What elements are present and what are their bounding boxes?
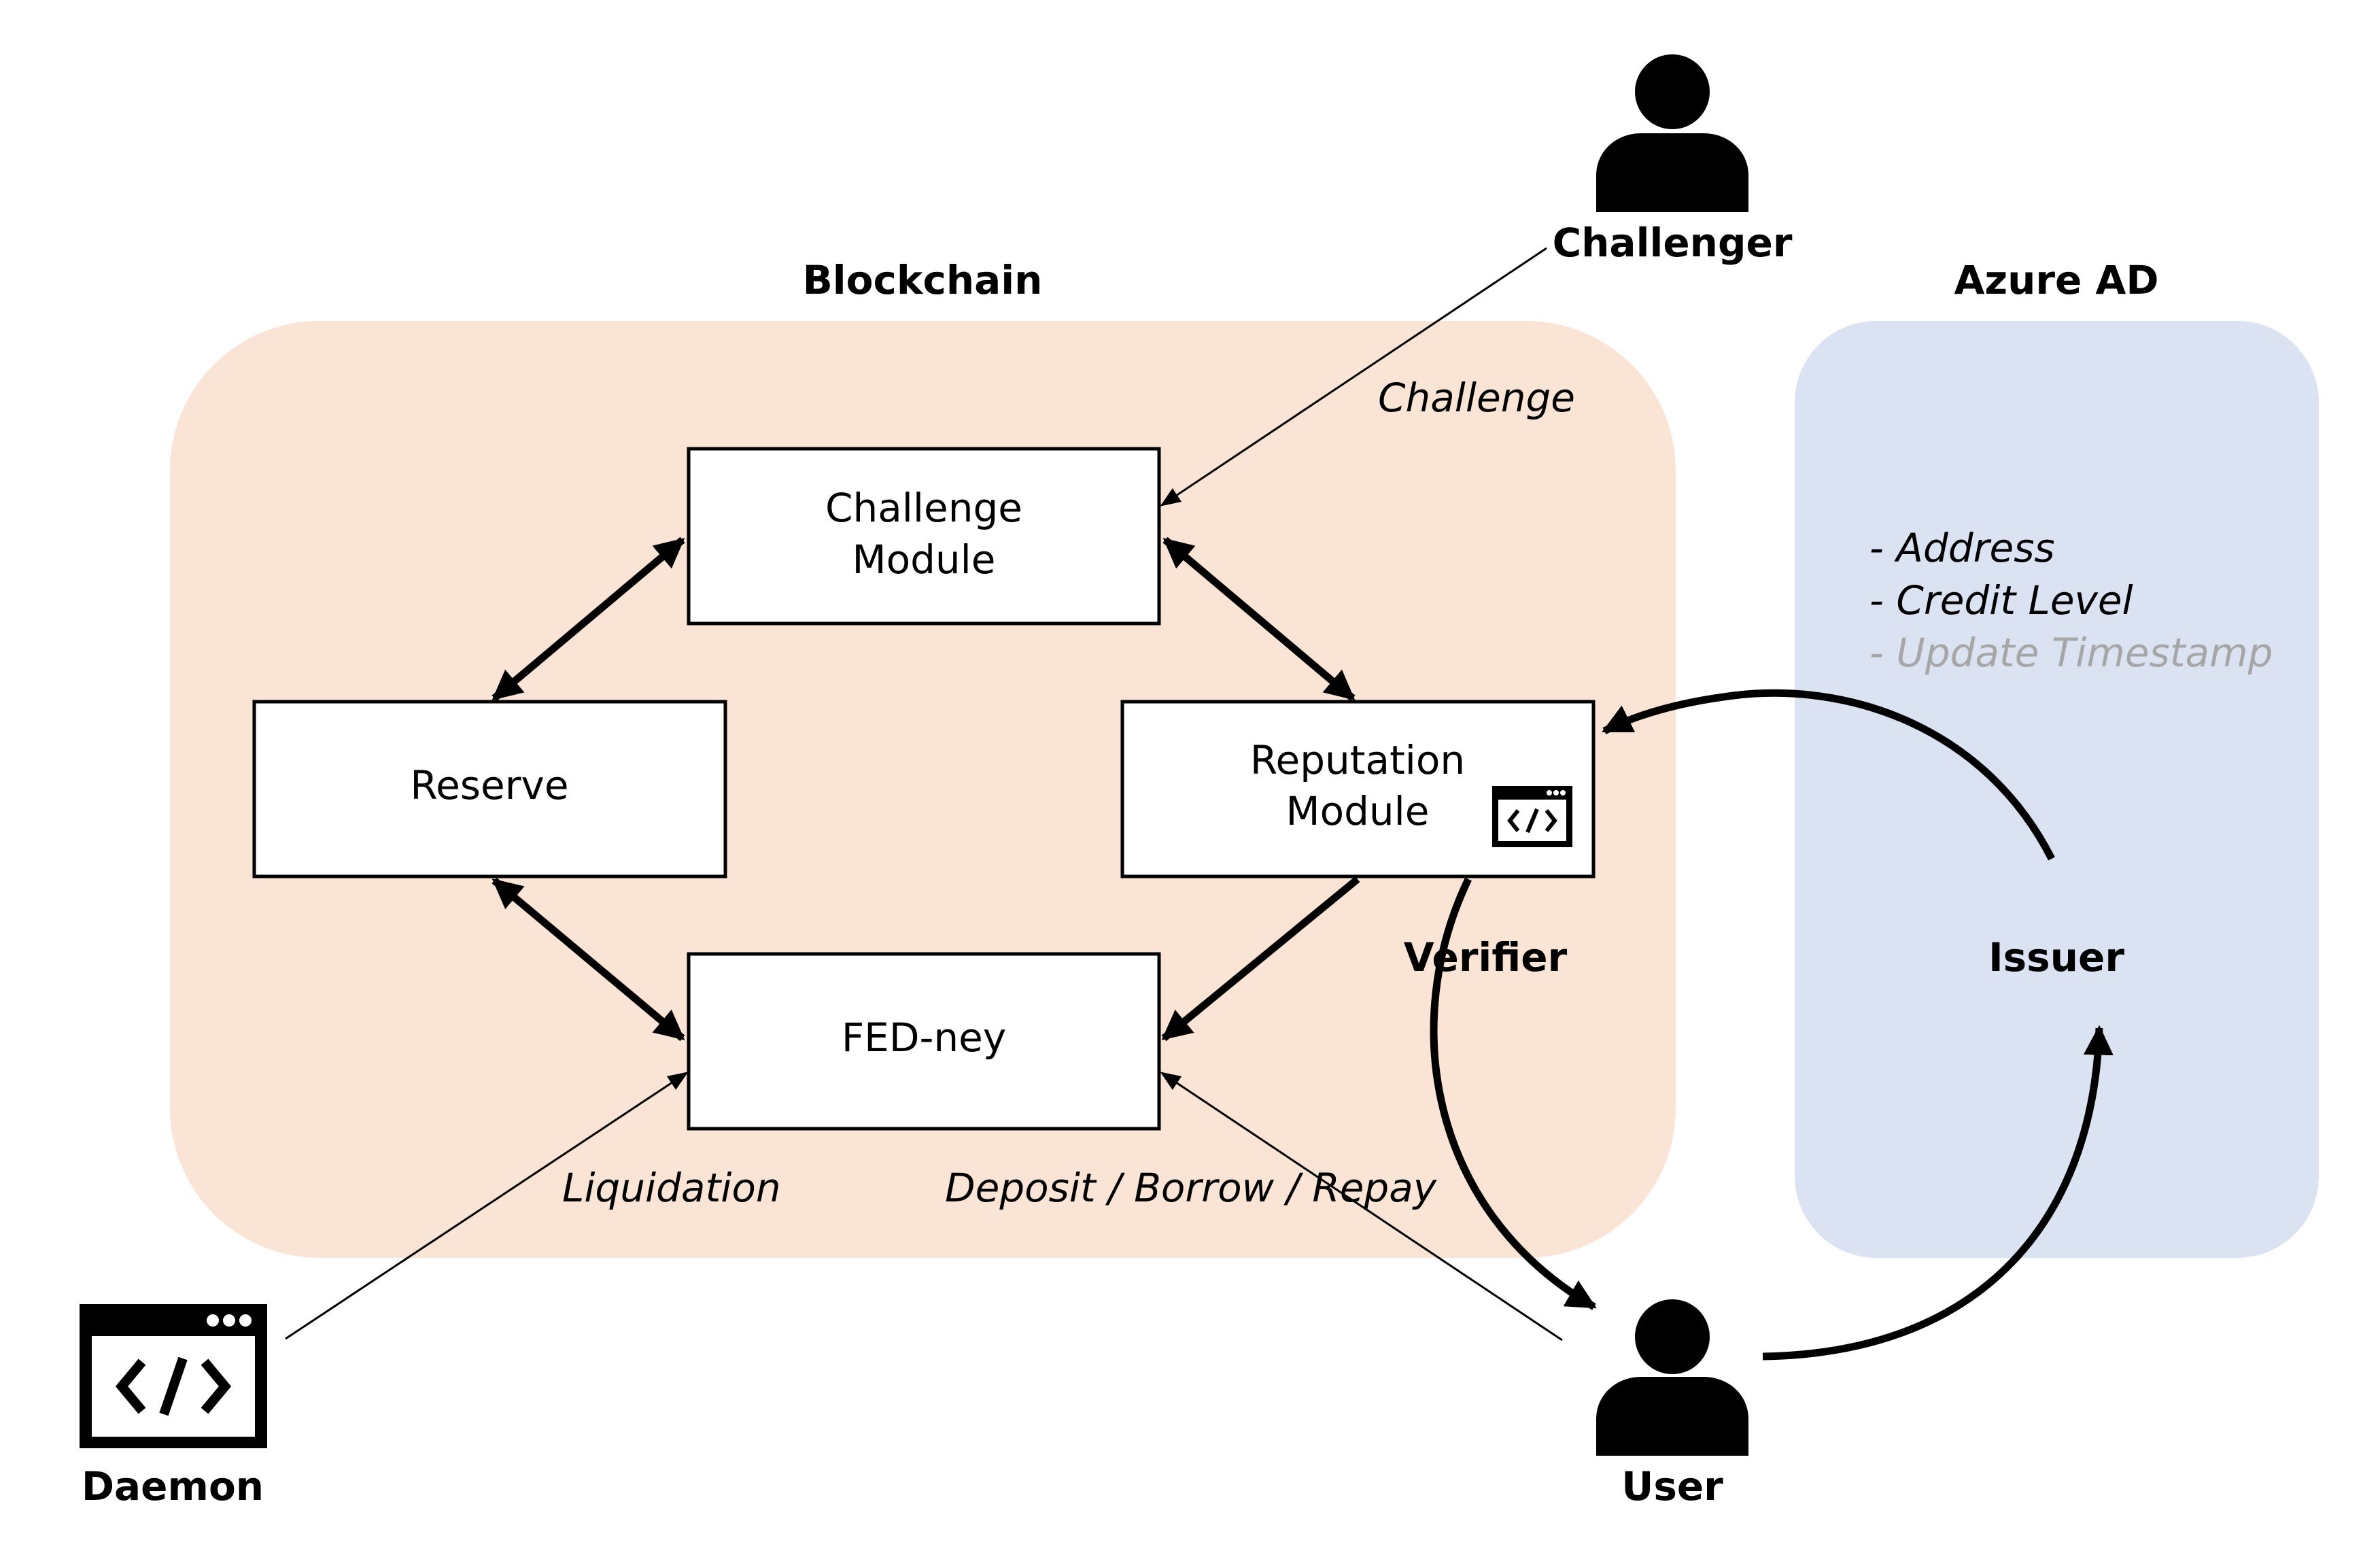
credential-attribute: - Credit Level — [1869, 577, 2133, 623]
user-actor: User — [1596, 1299, 1748, 1509]
credential-attribute: - Update Timestamp — [1869, 630, 2273, 676]
reputation-module-label-line1: Reputation — [1250, 737, 1465, 783]
reserve-label: Reserve — [410, 762, 568, 808]
user-label: User — [1621, 1463, 1723, 1509]
arrow-user-to-fedney — [1160, 1072, 1563, 1342]
arrow-daemon-to-fedney — [285, 1072, 689, 1340]
code-window-icon — [1492, 786, 1572, 847]
verifier-label: Verifier — [1404, 934, 1568, 980]
arrow-reputation-to-user — [1430, 877, 1597, 1310]
challenger-label: Challenger — [1553, 220, 1793, 266]
person-icon — [1596, 54, 1748, 212]
arrow-challenger-to-challenge-module — [1160, 247, 1547, 507]
challenge-edge-label: Challenge — [1378, 375, 1575, 421]
arrow-user-to-issuer — [1762, 1025, 2114, 1361]
deposit-borrow-repay-edge-label: Deposit / Borrow / Repay — [945, 1165, 1437, 1211]
azure-ad-title: Azure AD — [1954, 257, 2158, 303]
liquidation-edge-label: Liquidation — [562, 1165, 781, 1211]
arrow-challenge-reputation — [1162, 536, 1356, 702]
arrow-issuer-to-reputation — [1602, 689, 2055, 861]
daemon-actor: Daemon — [80, 1304, 267, 1509]
credential-attributes: - Address - Credit Level - Update Timestam… — [1869, 525, 2273, 676]
reputation-module: Reputation Module — [1120, 700, 1596, 878]
reserve-module: Reserve — [252, 700, 727, 878]
fedney-label: FED-ney — [842, 1014, 1006, 1061]
challenge-module-label-line1: Challenge — [825, 485, 1022, 531]
arrow-challenge-reserve — [491, 536, 685, 702]
person-icon — [1596, 1299, 1748, 1456]
arrow-reputation-fedney — [1161, 876, 1360, 1042]
challenger-actor: Challenger — [1553, 54, 1793, 266]
blockchain-title: Blockchain — [803, 257, 1043, 303]
reputation-module-label-line2: Module — [1286, 788, 1430, 834]
fedney-module: FED-ney — [687, 952, 1161, 1131]
code-window-icon — [80, 1304, 267, 1448]
issuer-label: Issuer — [1988, 934, 2124, 980]
arrow-reserve-fedney — [491, 877, 685, 1042]
daemon-label: Daemon — [82, 1463, 264, 1509]
credential-attribute: - Address — [1869, 525, 2055, 571]
challenge-module-label-line2: Module — [852, 536, 996, 583]
azure-ad-region — [1795, 321, 2319, 1258]
challenge-module: Challenge Module — [687, 447, 1161, 626]
